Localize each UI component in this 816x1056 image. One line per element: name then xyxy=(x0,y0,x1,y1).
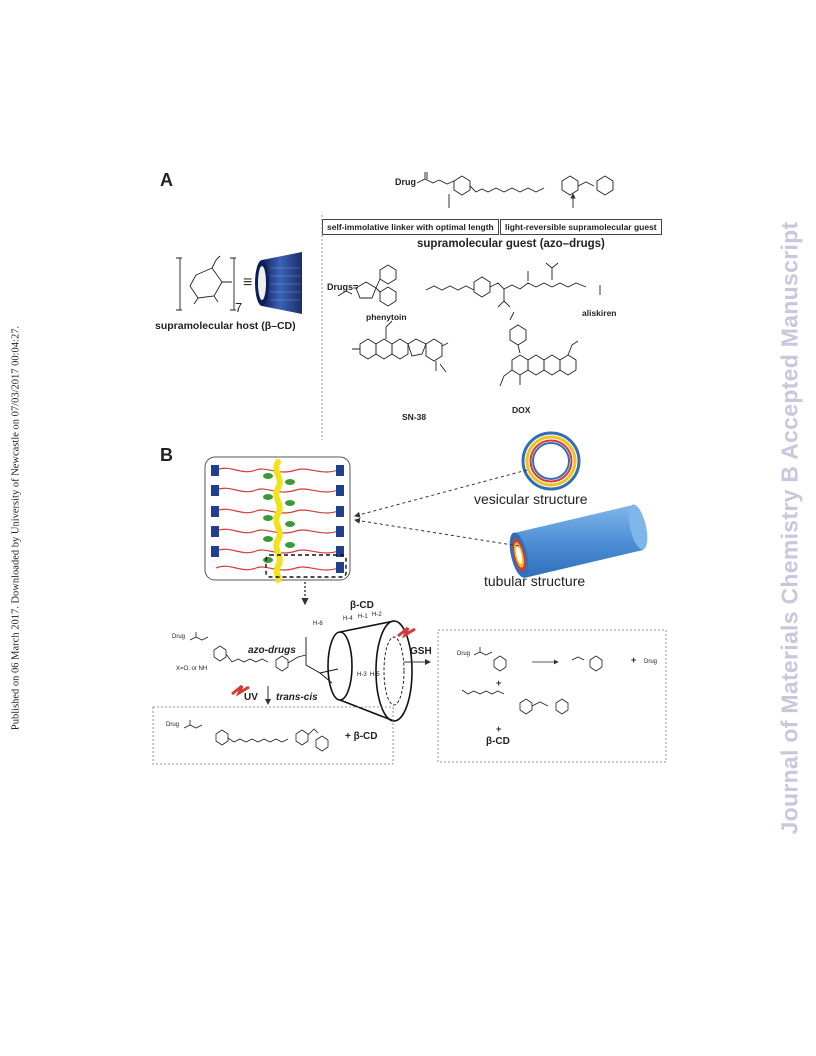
gsh-product-box xyxy=(437,629,667,763)
aliskiren-structure xyxy=(425,262,601,308)
vesicular-label: vesicular structure xyxy=(474,491,588,507)
tube-structure xyxy=(509,504,648,578)
azo-drug-molecule xyxy=(189,632,307,672)
vesicle-arrow xyxy=(354,469,528,518)
plus-sign: + xyxy=(496,724,502,734)
tubular-label: tubular structure xyxy=(484,573,586,589)
drug-label: Drug xyxy=(395,177,416,187)
h-label: H-4 xyxy=(343,616,353,622)
gsh-products xyxy=(461,647,603,715)
azo-drug-structure xyxy=(416,172,614,208)
h-label: H-6 xyxy=(313,621,323,627)
drug-x-label: Drug xyxy=(166,722,180,728)
dox-structure xyxy=(499,311,579,387)
drug-name-phenytoin: phenytoin xyxy=(366,312,407,322)
bcd-label: β-CD xyxy=(350,600,374,611)
drug-product-label: Drug xyxy=(644,659,658,665)
uv-product-box xyxy=(152,706,394,765)
host-title: supramolecular host (β–CD) xyxy=(155,320,296,332)
assembly-rows xyxy=(211,459,344,583)
phenytoin-structure xyxy=(337,264,397,307)
azo-drugs-label: azo-drugs xyxy=(248,645,296,656)
host-repeat: 7 xyxy=(235,300,243,315)
cis-azo-molecule xyxy=(183,720,329,752)
cd-barrel xyxy=(305,620,413,722)
plus-bcd-label: + β-CD xyxy=(345,731,378,742)
equiv-sign: ≡ xyxy=(243,274,252,291)
bcd-bottom-label: β-CD xyxy=(486,736,510,747)
panel-b-letter: B xyxy=(160,445,173,465)
gsh-bolt xyxy=(397,626,416,639)
drug-name-dox: DOX xyxy=(512,405,531,415)
guest-title: supramolecular guest (azo–drugs) xyxy=(417,238,605,250)
trans-cis-label: trans-cis xyxy=(276,692,318,703)
sn38-structure xyxy=(352,320,449,373)
h-label: H-5 xyxy=(370,672,380,678)
drugs-label: Drugs= xyxy=(327,282,359,292)
plus-sign: + xyxy=(496,678,502,688)
gsh-label: GSH xyxy=(410,646,432,657)
guest-box: light-reversible supramolecular guest xyxy=(500,219,662,235)
drug-x-label: Drug xyxy=(457,651,471,657)
uv-label: UV xyxy=(244,692,258,703)
uv-bolt xyxy=(231,684,250,697)
drug-x-label: Drug xyxy=(172,634,186,640)
plus-sign: + xyxy=(631,655,637,665)
vesicle-rings xyxy=(521,431,581,491)
drug-name-sn38: SN-38 xyxy=(402,412,427,422)
h-label: H-2 xyxy=(372,612,382,618)
drug-name-aliskiren: aliskiren xyxy=(582,308,617,318)
h-label: H-3 xyxy=(357,672,367,678)
cyclodextrin-cone xyxy=(255,252,302,314)
linker-box: self-immolative linker with optimal leng… xyxy=(322,219,499,235)
x-note: X=O, or NH xyxy=(176,666,208,672)
h-label: H-1 xyxy=(358,614,368,620)
panel-a-letter: A xyxy=(160,170,173,190)
tube-arrow xyxy=(354,517,520,547)
glucose-unit-structure xyxy=(176,255,236,311)
highlight-box xyxy=(265,554,347,578)
